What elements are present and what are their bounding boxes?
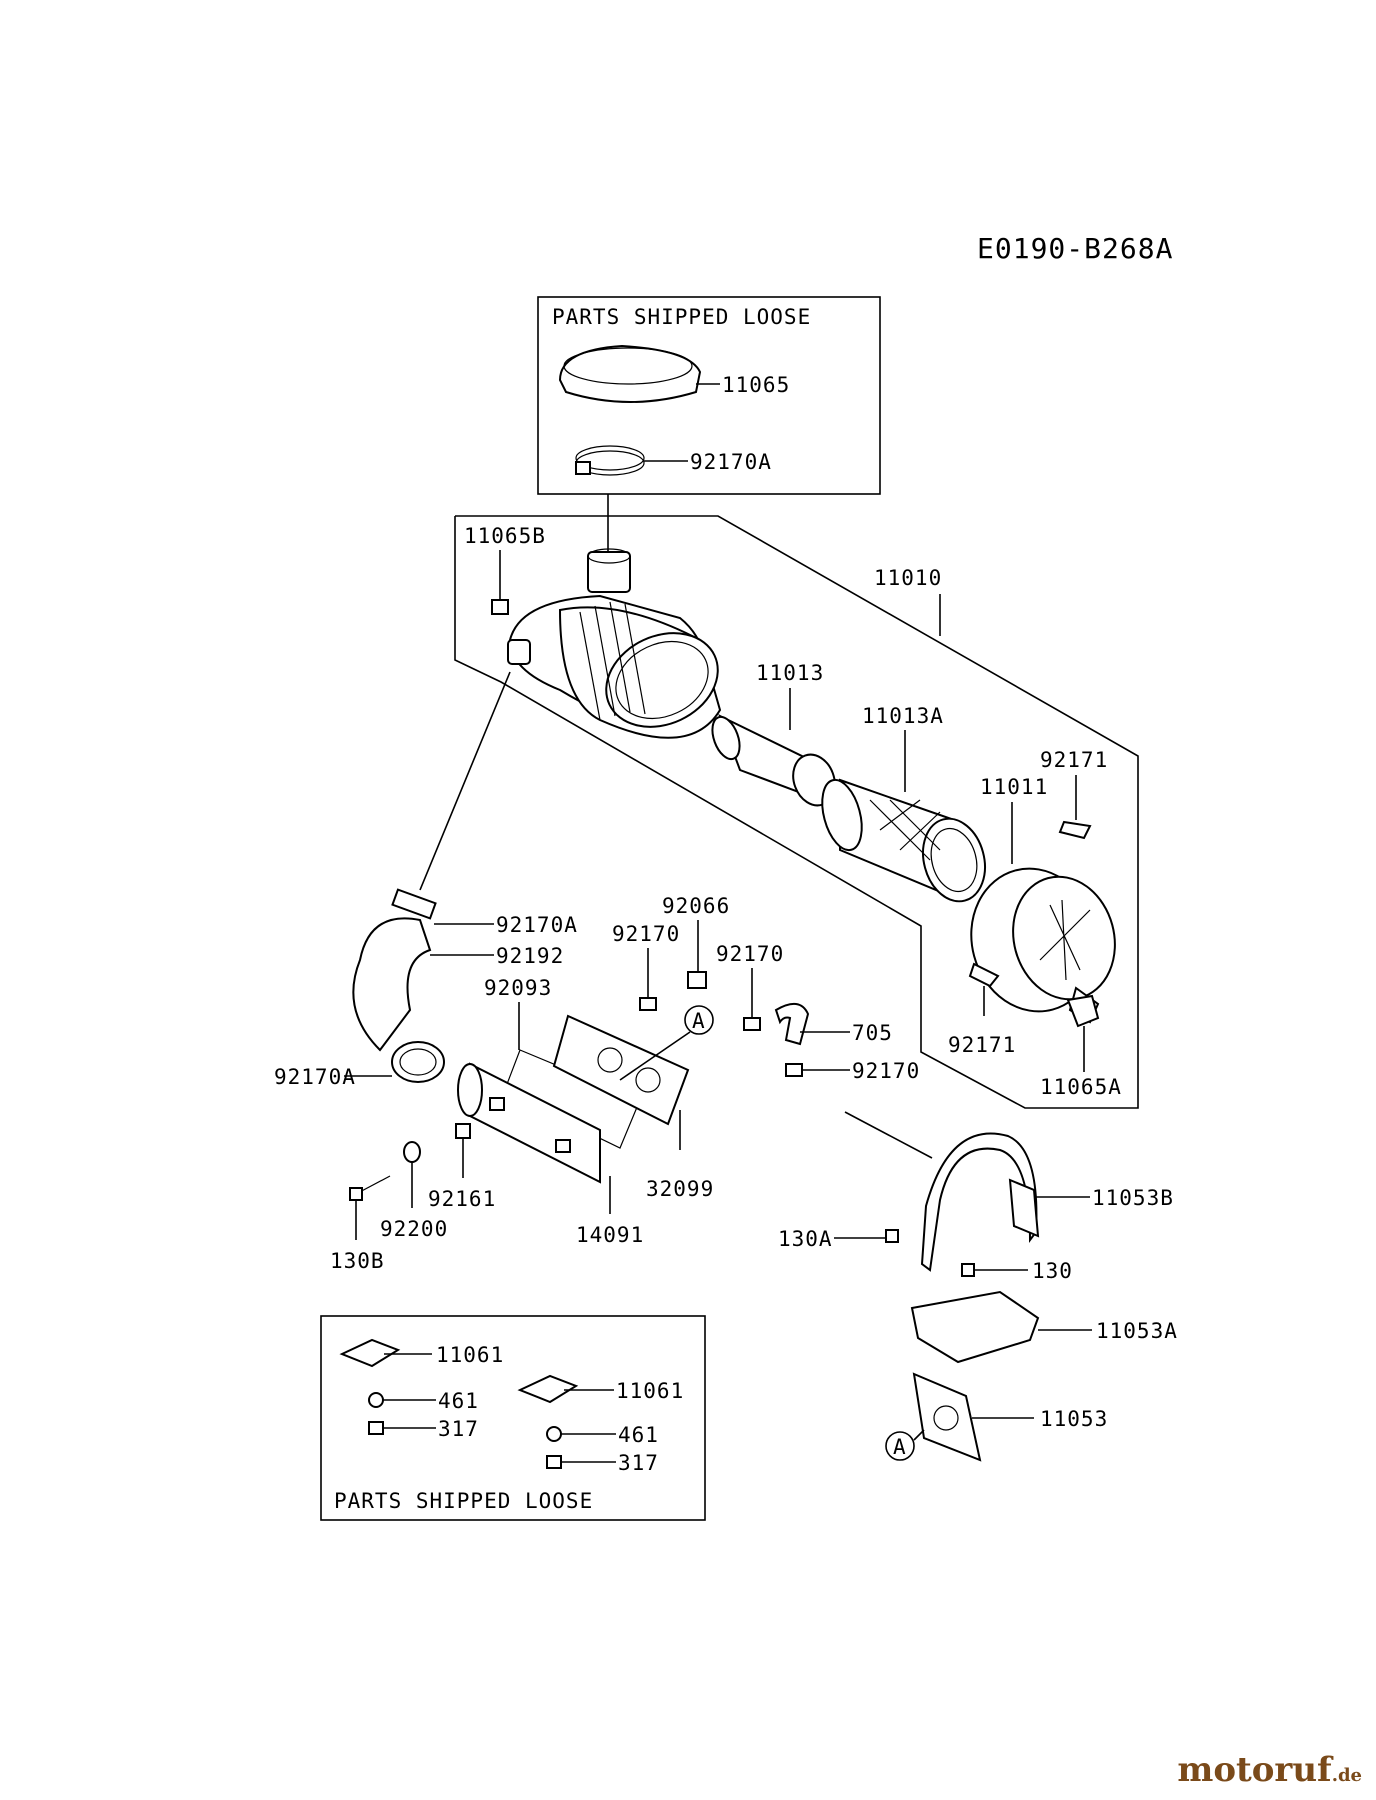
label-11011: 11011	[980, 775, 1048, 799]
label-92170-b: 92170	[716, 942, 784, 966]
label-11053: 11053	[1040, 1407, 1108, 1431]
bracket-11053A	[910, 1290, 1040, 1364]
clip-92171-bottom	[968, 962, 1000, 988]
label-317-b: 317	[618, 1451, 659, 1475]
label-11053B: 11053B	[1092, 1186, 1174, 1210]
clip-92170-a	[639, 997, 657, 1011]
label-92170A-mid: 92170A	[496, 913, 578, 937]
clamp-92170A-left	[391, 1041, 445, 1083]
label-11061-b: 11061	[616, 1379, 684, 1403]
label-92093: 92093	[484, 976, 552, 1000]
label-92170-c: 92170	[852, 1059, 920, 1083]
nipple-92066	[687, 971, 707, 989]
label-11010: 11010	[874, 566, 942, 590]
watermark-main: motoruf	[1177, 1750, 1332, 1790]
cover-11011	[970, 867, 1116, 1024]
plate-11053	[912, 1372, 982, 1462]
label-130A: 130A	[778, 1227, 833, 1251]
bolt-92161	[455, 1123, 471, 1139]
site-watermark: motoruf.de	[1177, 1750, 1362, 1790]
label-705: 705	[852, 1021, 893, 1045]
label-130B: 130B	[330, 1249, 385, 1273]
plug-11065B	[491, 599, 509, 615]
clamp-92170A-top	[575, 445, 645, 476]
band-11053B	[920, 1132, 1040, 1272]
label-461-a: 461	[438, 1389, 479, 1413]
callout-A-top	[684, 1005, 714, 1035]
label-32099: 32099	[646, 1177, 714, 1201]
callout-A-top-label: A	[692, 1009, 706, 1033]
bolt-130A	[885, 1229, 899, 1243]
label-92170-a: 92170	[612, 922, 680, 946]
label-92170A-left: 92170A	[274, 1065, 356, 1089]
label-11013: 11013	[756, 661, 824, 685]
nut-317-b	[546, 1455, 562, 1469]
outer-filter-11013A	[821, 778, 986, 903]
hose-92192	[352, 917, 432, 1052]
diagram-code: E0190-B268A	[977, 232, 1173, 265]
label-92066: 92066	[662, 894, 730, 918]
clip-92170-c	[785, 1063, 803, 1077]
precleaner-body-14091	[457, 1062, 601, 1184]
label-11065B: 11065B	[464, 524, 546, 548]
label-11065A: 11065A	[1040, 1075, 1122, 1099]
flange-32099	[552, 1014, 690, 1126]
clamp-92170A-mid	[391, 888, 437, 920]
top-box-title: PARTS SHIPPED LOOSE	[552, 305, 811, 329]
bolt-130	[961, 1263, 975, 1277]
clip-92170-b	[743, 1017, 761, 1031]
label-11013A: 11013A	[862, 704, 944, 728]
label-461-b: 461	[618, 1423, 659, 1447]
bottom-box-title: PARTS SHIPPED LOOSE	[334, 1489, 593, 1513]
label-92161: 92161	[428, 1187, 496, 1211]
washer-461-a	[368, 1392, 384, 1408]
label-11065: 11065	[722, 373, 790, 397]
gasket-11061-a	[339, 1338, 401, 1368]
washer-461-b	[546, 1426, 562, 1442]
callout-A-bottom	[885, 1431, 915, 1461]
label-92171-bottom: 92171	[948, 1033, 1016, 1057]
callout-A-bottom-label: A	[893, 1435, 907, 1459]
valve-11065A	[1066, 994, 1100, 1028]
label-11053A: 11053A	[1096, 1319, 1178, 1343]
label-14091: 14091	[576, 1223, 644, 1247]
parts-shipped-loose-box-top	[537, 296, 881, 495]
label-92192: 92192	[496, 944, 564, 968]
label-130: 130	[1032, 1259, 1073, 1283]
label-317-a: 317	[438, 1417, 479, 1441]
parts-shipped-loose-box-bottom	[320, 1315, 706, 1521]
air-cleaner-housing	[507, 548, 722, 739]
clip-92171-top	[1058, 820, 1092, 840]
gasket-11061-b	[517, 1374, 579, 1404]
nut-317-a	[368, 1421, 384, 1435]
label-92171-top: 92171	[1040, 748, 1108, 772]
label-92170A-top: 92170A	[690, 450, 772, 474]
watermark-suffix: .de	[1331, 1765, 1362, 1786]
precleaner-cap-11065	[558, 344, 702, 403]
washer-92200	[403, 1141, 421, 1163]
label-11061-a: 11061	[436, 1343, 504, 1367]
assembly-outline-11010	[454, 515, 1139, 1109]
elbow-705	[774, 1003, 810, 1046]
inner-filter-11013	[711, 714, 836, 807]
label-92200: 92200	[380, 1217, 448, 1241]
